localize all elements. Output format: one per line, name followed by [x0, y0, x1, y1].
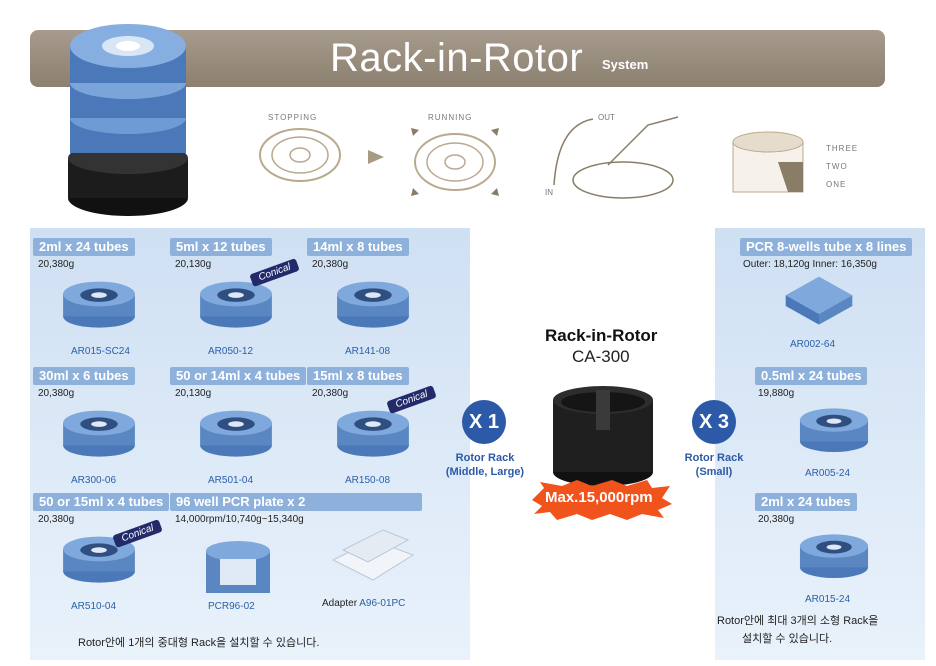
x3-text1: Rotor Rack [684, 452, 744, 464]
page-title: Rack-in-Rotor [330, 36, 584, 80]
right-note-line2: 설치할 수 있습니다. [742, 633, 833, 645]
x1-badge: X 1 [462, 400, 506, 444]
rack-label: 30ml x 6 tubes [33, 367, 135, 385]
stopping-diagram [259, 128, 341, 182]
arrow-right-icon [368, 150, 384, 164]
rack-code: AR005-24 [805, 468, 851, 479]
rack-image [200, 281, 272, 328]
running-diagram [411, 128, 499, 196]
rack-image [63, 281, 135, 328]
rack-code: AR002-64 [790, 339, 836, 350]
stopping-label: STOPPING [268, 113, 318, 122]
x3-text2: (Small) [695, 466, 733, 478]
out-label: OUT [598, 113, 615, 122]
rack-image [63, 410, 135, 457]
rack-label: 50 or 14ml x 4 tubes [170, 367, 307, 385]
x1-text2: (Middle, Large) [445, 466, 525, 478]
page-subtitle: System [602, 57, 649, 72]
rack-spec: 20,380g [38, 514, 75, 525]
center-model: CA-300 [572, 347, 630, 366]
rack-label: 2ml x 24 tubes [755, 493, 857, 511]
rack-label: 0.5ml x 24 tubes [755, 367, 868, 385]
rack-spec: 20,380g [758, 514, 795, 525]
two-label: TWO [826, 162, 848, 171]
rack-spec: 14,000rpm/10,740g~15,340g [175, 514, 304, 525]
rack-code: PCR96-02 [208, 601, 255, 612]
rack-image [799, 408, 869, 453]
adapter-caption: Adapter A96-01PC [322, 598, 405, 609]
rotor-stack-image [68, 24, 188, 216]
speed-burst [532, 480, 672, 520]
rack-image [337, 281, 409, 328]
speed-label: Max.15,000rpm [545, 489, 653, 506]
rack-code: AR510-04 [71, 601, 117, 612]
hand-diagram [553, 116, 679, 199]
center-title: Rack-in-Rotor [545, 326, 658, 345]
rack-spec: Outer: 18,120g Inner: 16,350g [743, 259, 877, 270]
rack-spec: 20,380g [312, 388, 349, 399]
rack-image [799, 534, 869, 579]
in-label: IN [545, 188, 553, 197]
rack-label: 14ml x 8 tubes [307, 238, 409, 256]
rack-label: 5ml x 12 tubes [170, 238, 272, 256]
rack-spec: 20,380g [312, 259, 349, 270]
rack-spec: 19,880g [758, 388, 795, 399]
x1-text1: Rotor Rack [455, 452, 515, 464]
rack-code: AR015-SC24 [71, 346, 130, 357]
rack-spec: 20,130g [175, 388, 212, 399]
rack-spec: 20,380g [38, 259, 75, 270]
three-label: THREE [826, 144, 859, 153]
pcr-rack-image [206, 541, 270, 593]
rack-image [785, 276, 853, 325]
rack-code: AR015-24 [805, 594, 851, 605]
rack-label: 50 or 15ml x 4 tubes [33, 493, 170, 511]
rack-image [337, 410, 409, 457]
rack-code: AR050-12 [208, 346, 254, 357]
rack-spec: 20,380g [38, 388, 75, 399]
rack-image [200, 410, 272, 457]
rack-code: AR141-08 [345, 346, 391, 357]
rack-label: 2ml x 24 tubes [33, 238, 135, 256]
rotor-image [553, 386, 653, 486]
adapter-prefix: Adapter [322, 598, 360, 609]
rack-code: AR150-08 [345, 475, 391, 486]
rack-label: 96 well PCR plate x 2 [170, 493, 422, 511]
rack-label: 15ml x 8 tubes [307, 367, 409, 385]
layers-diagram [732, 131, 804, 193]
rack-code: AR300-06 [71, 475, 117, 486]
rack-code: AR501-04 [208, 475, 254, 486]
adapter-code: A96-01PC [359, 598, 406, 609]
rack-label: PCR 8-wells tube x 8 lines [740, 238, 913, 256]
left-note: Rotor안에 1개의 중대형 Rack을 설치할 수 있습니다. [78, 637, 320, 649]
x3-badge: X 3 [692, 400, 736, 444]
right-note-line1: Rotor안에 최대 3개의 소형 Rack을 [717, 615, 879, 627]
one-label: ONE [826, 180, 847, 189]
running-label: RUNNING [428, 113, 473, 122]
rack-spec: 20,130g [175, 259, 212, 270]
adapter-image [331, 529, 415, 581]
